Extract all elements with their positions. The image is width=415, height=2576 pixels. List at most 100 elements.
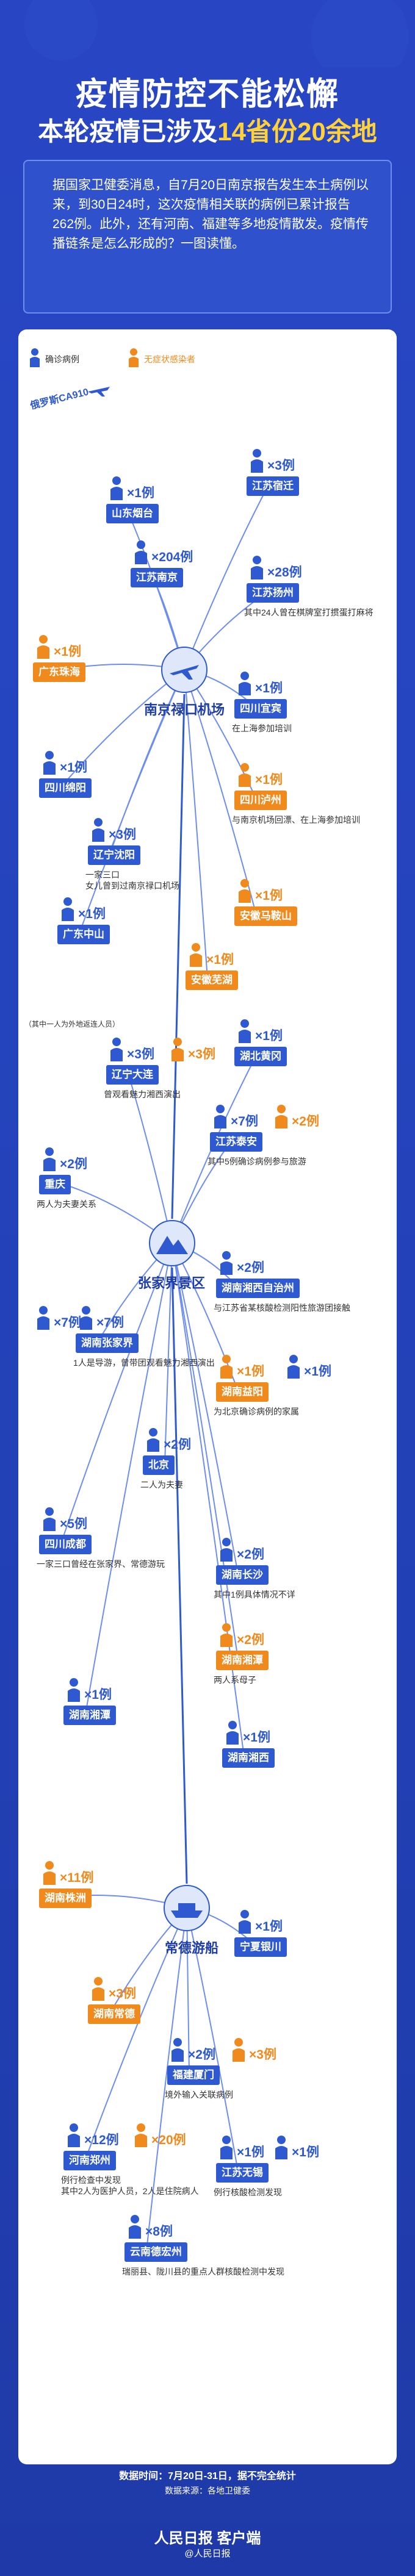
node-chengdu-place: 四川成都 <box>39 1535 92 1554</box>
node-luzhou-count: ×1例 <box>255 773 283 787</box>
node-dalian-count: ×3例 <box>127 1047 154 1061</box>
node-suqian-count: ×3例 <box>267 459 295 473</box>
link-suqian <box>184 484 269 670</box>
node-mianyang-count: ×1例 <box>60 761 87 775</box>
person-icon <box>251 556 263 579</box>
person-icon <box>251 449 263 473</box>
person-icon <box>171 1038 184 1061</box>
node-ningxia-place: 宁夏银川 <box>234 1937 287 1957</box>
node-henanzhengzhou-place: 河南郑州 <box>63 2151 116 2170</box>
person-icon <box>239 672 251 695</box>
node-wuxi-count: ×1例 <box>237 2145 264 2159</box>
person-icon <box>135 2123 147 2147</box>
node-yibin-count: ×1例 <box>255 681 283 695</box>
link-changsha <box>171 1243 239 1574</box>
node-beijing-place: 北京 <box>143 1455 175 1475</box>
node-henanzhengzhou-note: 其中2人为医护人员，2人是住院病人 <box>61 2186 199 2196</box>
person-icon <box>43 1507 56 1531</box>
person-icon <box>80 1306 92 1330</box>
footer-source: 数据来源：各地卫健委 <box>165 2486 250 2495</box>
person-icon <box>220 1623 233 1647</box>
transmission-map: 确诊病例 无症状感染者 俄罗斯CA910 南京禄口机场 张家界景区 常德游船 ×… <box>18 329 397 2464</box>
node-wuhu-count: ×1例 <box>206 953 234 967</box>
node-yangzhou-count: ×28例 <box>267 565 302 579</box>
extra-count-label: ×20例 <box>151 2133 186 2147</box>
person-icon <box>226 1721 239 1745</box>
subtitle-highlight: 14省份20余地 <box>217 117 377 146</box>
extra-count-label: ×7例 <box>54 1316 81 1330</box>
node-guangdongzhuhai-count: ×1例 <box>54 645 81 659</box>
link-dehong <box>146 1907 187 2251</box>
node-suqian-place: 江苏宿迁 <box>247 476 299 496</box>
person-icon <box>220 1355 233 1379</box>
person-icon <box>43 1861 56 1885</box>
node-beijing-note: 二人为夫妻 <box>140 1480 183 1490</box>
node-beijing-count: ×2例 <box>164 1438 191 1452</box>
extra-count-label: ×1例 <box>292 2145 319 2159</box>
person-icon <box>129 2215 141 2239</box>
extra-count-label: ×1例 <box>304 1365 331 1379</box>
node-zhuzhou-count: ×11例 <box>60 1871 94 1885</box>
person-icon <box>92 818 104 842</box>
person-icon <box>239 879 251 903</box>
person-icon <box>68 2123 80 2147</box>
node-zhangjiajie-note: 1人是导游，曾带团观看魅力湘西演出 <box>73 1358 215 1368</box>
person-icon <box>43 1147 56 1171</box>
node-hubei2-count: ×1例 <box>243 1731 270 1745</box>
node-luzhou-place: 四川泸州 <box>234 791 287 810</box>
person-icon <box>233 2038 245 2062</box>
link-hubei2 <box>171 1243 245 1757</box>
legend-confirmed: 确诊病例 <box>29 348 79 370</box>
node-huanggang-place: 湖北黄冈 <box>234 1047 287 1066</box>
page-subtitle: 本轮疫情已涉及14省份20余地 <box>0 111 415 148</box>
node-changsha-note: 其中1例具体情况不详 <box>214 1590 295 1599</box>
node-changshabadge-place: 湖南湘潭 <box>216 1651 269 1670</box>
node-dehong-note: 瑞丽县、陇川县的重点人群核酸检测中发现 <box>122 2267 284 2276</box>
node-taian-note: 其中5例确诊病例参与旅游 <box>208 1157 306 1166</box>
node-changshabadge-count: ×2例 <box>237 1633 264 1647</box>
hub-changde-label: 常德游船 <box>165 1940 219 1956</box>
hub-link-0 <box>171 694 186 1219</box>
link-wuxi <box>186 1907 239 2172</box>
node-ningxia-count: ×1例 <box>255 1920 283 1934</box>
extra-count-label: ×3例 <box>249 2048 276 2062</box>
header: 疫情防控不能松懈 本轮疫情已涉及14省份20余地 <box>0 0 415 152</box>
node-wuxi-place: 江苏无锡 <box>216 2163 269 2183</box>
person-icon <box>135 540 147 564</box>
node-chongqing-note: 两人为夫妻关系 <box>37 1199 96 1209</box>
person-icon <box>110 476 123 500</box>
person-icon <box>275 1105 287 1128</box>
hub-zhangjiajie-label: 张家界景区 <box>138 1275 206 1291</box>
node-chongqing-count: ×2例 <box>60 1157 87 1171</box>
node-taian-place: 江苏泰安 <box>210 1132 262 1152</box>
legend-asymptomatic: 无症状感染者 <box>128 348 195 370</box>
node-shenyang-note: 一家三口 <box>85 870 120 880</box>
node-chengdu-note: 一家三口曾经在张家界、常德游玩 <box>37 1559 165 1569</box>
node-xiangtan-count: ×1例 <box>84 1688 112 1702</box>
node-dalian-note: 曾观看魅力湘西演出 <box>104 1089 181 1099</box>
mountain-icon <box>156 1236 188 1254</box>
node-yiyang-note: 为北京确诊病例的家属 <box>214 1407 299 1416</box>
node-maanshan-count: ×1例 <box>255 889 283 903</box>
node-zhongshan-place: 广东中山 <box>57 925 110 944</box>
person-icon <box>214 1105 226 1128</box>
node-chengdu-count: ×5例 <box>60 1517 87 1531</box>
person-orange-icon <box>129 348 139 367</box>
node-yangzhou-note: 其中24人曾在棋牌室打掼蛋打麻将 <box>244 608 374 617</box>
header-decoration <box>24 0 409 85</box>
node-xiangxi-place: 湖南湘西自治州 <box>216 1279 300 1298</box>
person-icon <box>110 1038 123 1061</box>
hub-nanjing-label: 南京禄口机场 <box>144 702 225 717</box>
footer: 数据时间：7月20日-31日，据不完全统计 数据来源：各地卫健委 人民日报 客户… <box>0 2467 415 2576</box>
person-icon <box>92 1977 104 2001</box>
node-yibin-place: 四川宜宾 <box>234 699 287 719</box>
link-yantai <box>128 512 185 670</box>
node-wuxi-note: 例行核酸检测发现 <box>214 2187 282 2197</box>
node-yiyang-count: ×1例 <box>237 1365 264 1379</box>
legend-confirmed-label: 确诊病例 <box>45 354 79 364</box>
intro-box: 据国家卫健委消息，自7月20日南京报告发生本土病例以来，到30日24时，这次疫情… <box>23 160 392 314</box>
airplane-icon <box>170 665 199 680</box>
person-blue-icon <box>30 348 40 367</box>
person-icon <box>239 1910 251 1934</box>
node-maanshan-place: 安徽马鞍山 <box>234 906 297 926</box>
